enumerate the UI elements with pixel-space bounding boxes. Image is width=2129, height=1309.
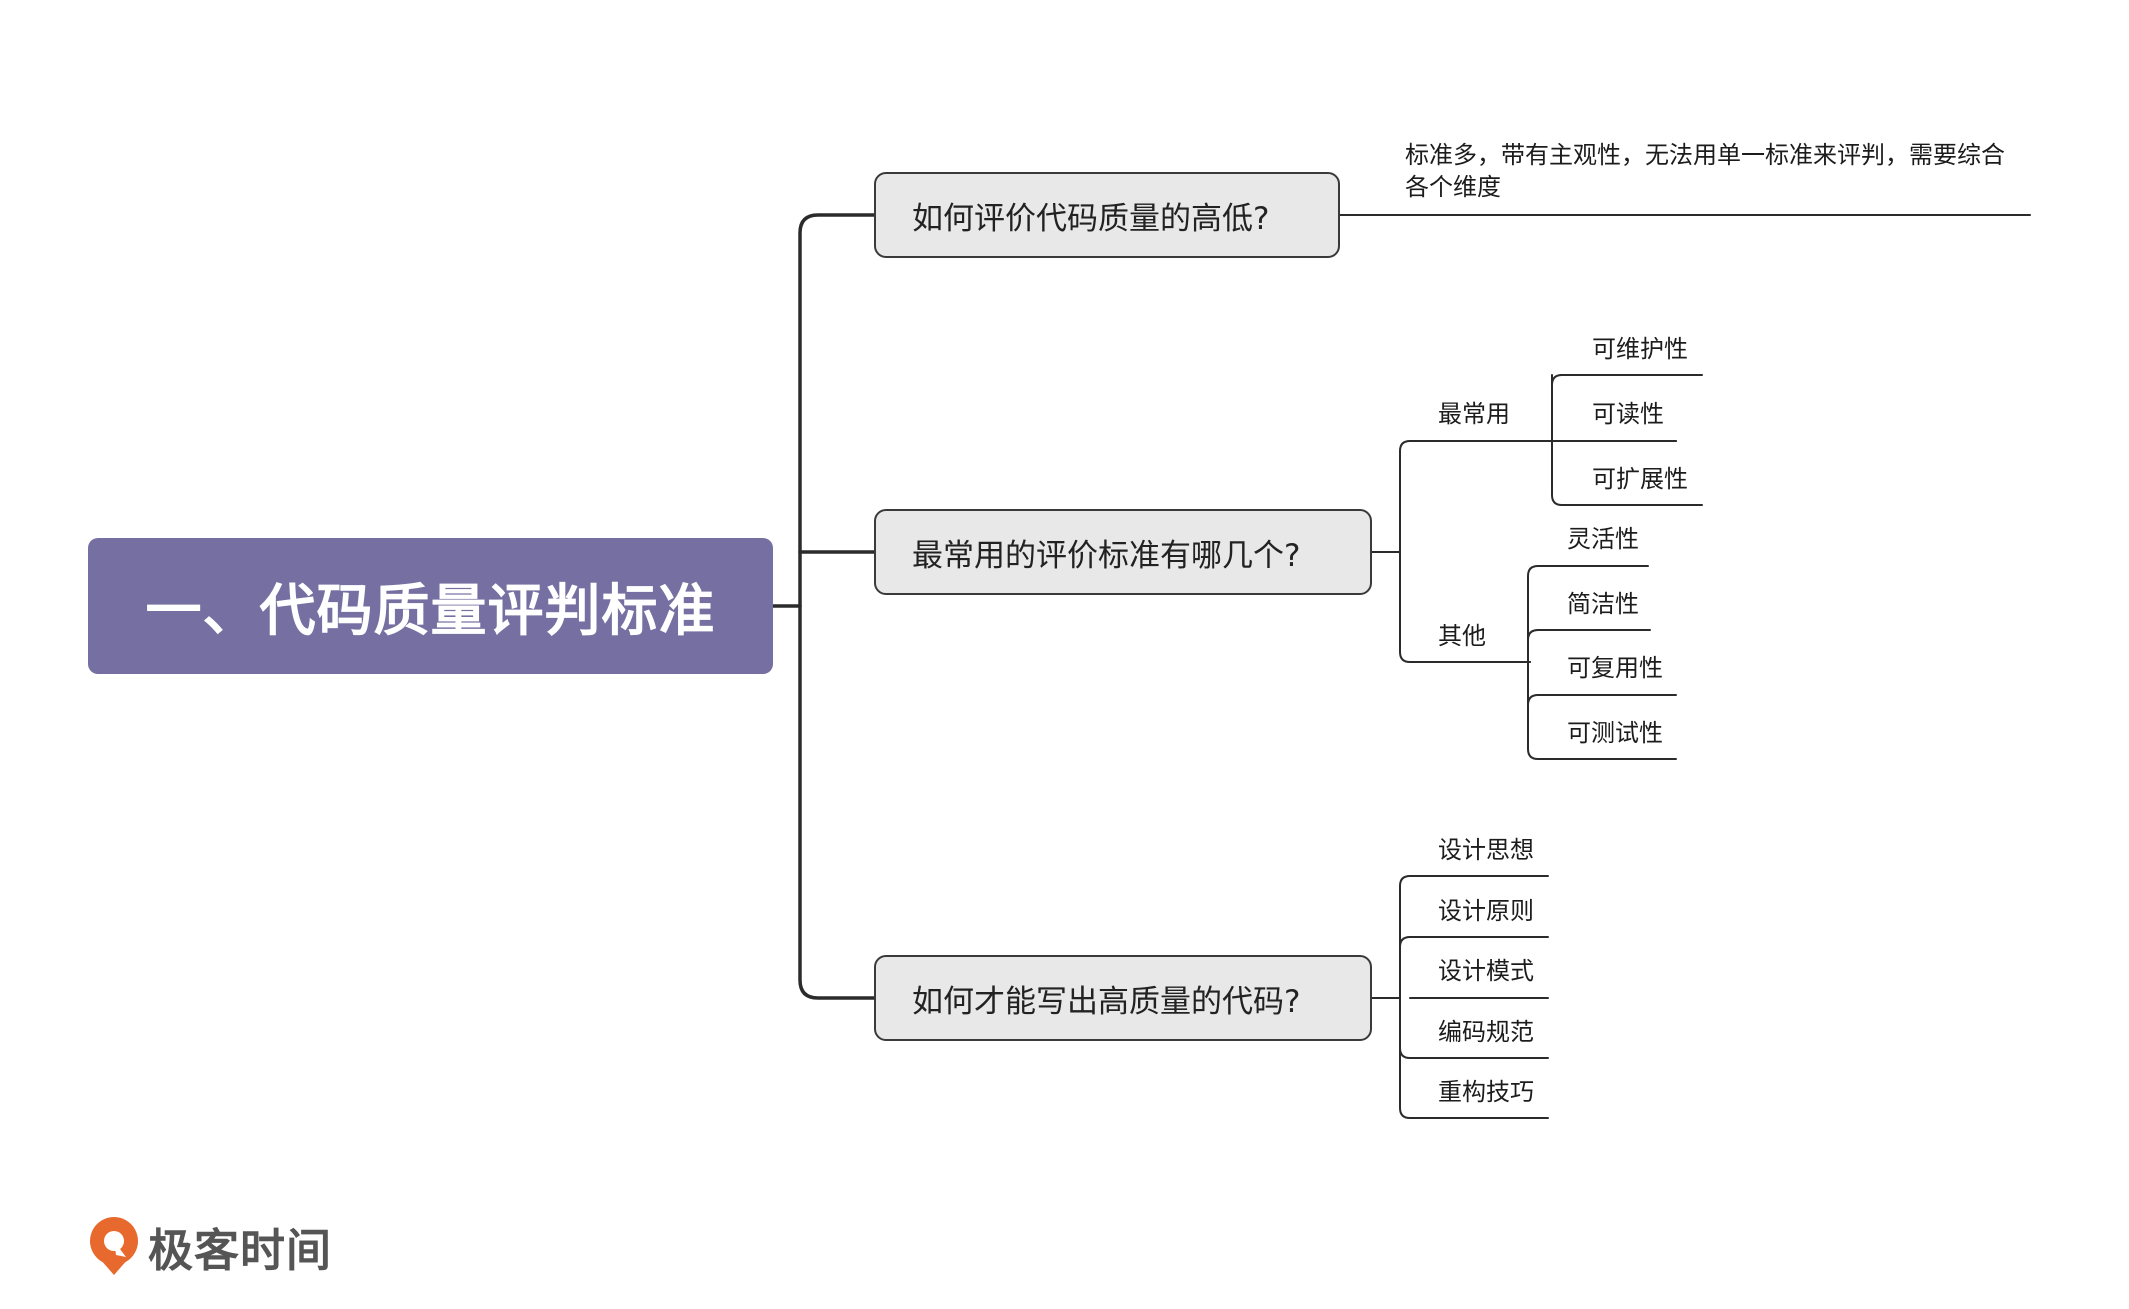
leaf-item[interactable]: 编码规范: [1438, 1018, 1534, 1046]
group-label-most-common[interactable]: 最常用: [1438, 400, 1510, 428]
group-2-items-connector: [1527, 565, 1677, 760]
branch-3-item-2-underline: [1399, 936, 1549, 948]
geektime-logo-icon: [90, 1216, 138, 1275]
leaf-item[interactable]: 设计模式: [1438, 957, 1534, 985]
trunk-connector: [798, 213, 876, 1000]
branch-3-item-4-underline: [1399, 1047, 1549, 1059]
leaf-item[interactable]: 设计思想: [1438, 836, 1534, 864]
brand-logo-text: 极客时间: [148, 1224, 333, 1277]
leaf-item[interactable]: 重构技巧: [1438, 1078, 1534, 1106]
brand-logo: 极客时间: [86, 1214, 332, 1279]
branch-node-how-to-write[interactable]: 如何才能写出高质量的代码?: [874, 955, 1372, 1041]
leaf-item[interactable]: 可维护性: [1592, 335, 1688, 363]
leaf-item[interactable]: 可读性: [1592, 400, 1664, 428]
branch-note[interactable]: 标准多，带有主观性，无法用单一标准来评判，需要综合各个维度: [1405, 141, 2005, 201]
leaf-item[interactable]: 可测试性: [1567, 719, 1663, 747]
leaf-item[interactable]: 可复用性: [1567, 654, 1663, 682]
group-1-items-connector: [1551, 374, 1703, 506]
branch-2-groups-connector: [1399, 440, 1531, 663]
branch-node-standards[interactable]: 最常用的评价标准有哪几个?: [874, 509, 1372, 595]
leaf-item[interactable]: 灵活性: [1567, 525, 1639, 553]
branch-node-evaluate[interactable]: 如何评价代码质量的高低?: [874, 172, 1340, 258]
branch-3-items-connector: [1399, 875, 1549, 1119]
leaf-item[interactable]: 简洁性: [1567, 590, 1639, 618]
group-label-other[interactable]: 其他: [1438, 622, 1486, 650]
branch-label: 最常用的评价标准有哪几个?: [912, 537, 1301, 574]
root-node[interactable]: 一、代码质量评判标准: [88, 538, 773, 674]
root-label: 一、代码质量评判标准: [145, 578, 716, 644]
branch-label: 如何评价代码质量的高低?: [912, 200, 1270, 237]
branch-label: 如何才能写出高质量的代码?: [912, 983, 1301, 1020]
leaf-item[interactable]: 可扩展性: [1592, 465, 1688, 493]
leaf-item[interactable]: 设计原则: [1438, 897, 1534, 925]
